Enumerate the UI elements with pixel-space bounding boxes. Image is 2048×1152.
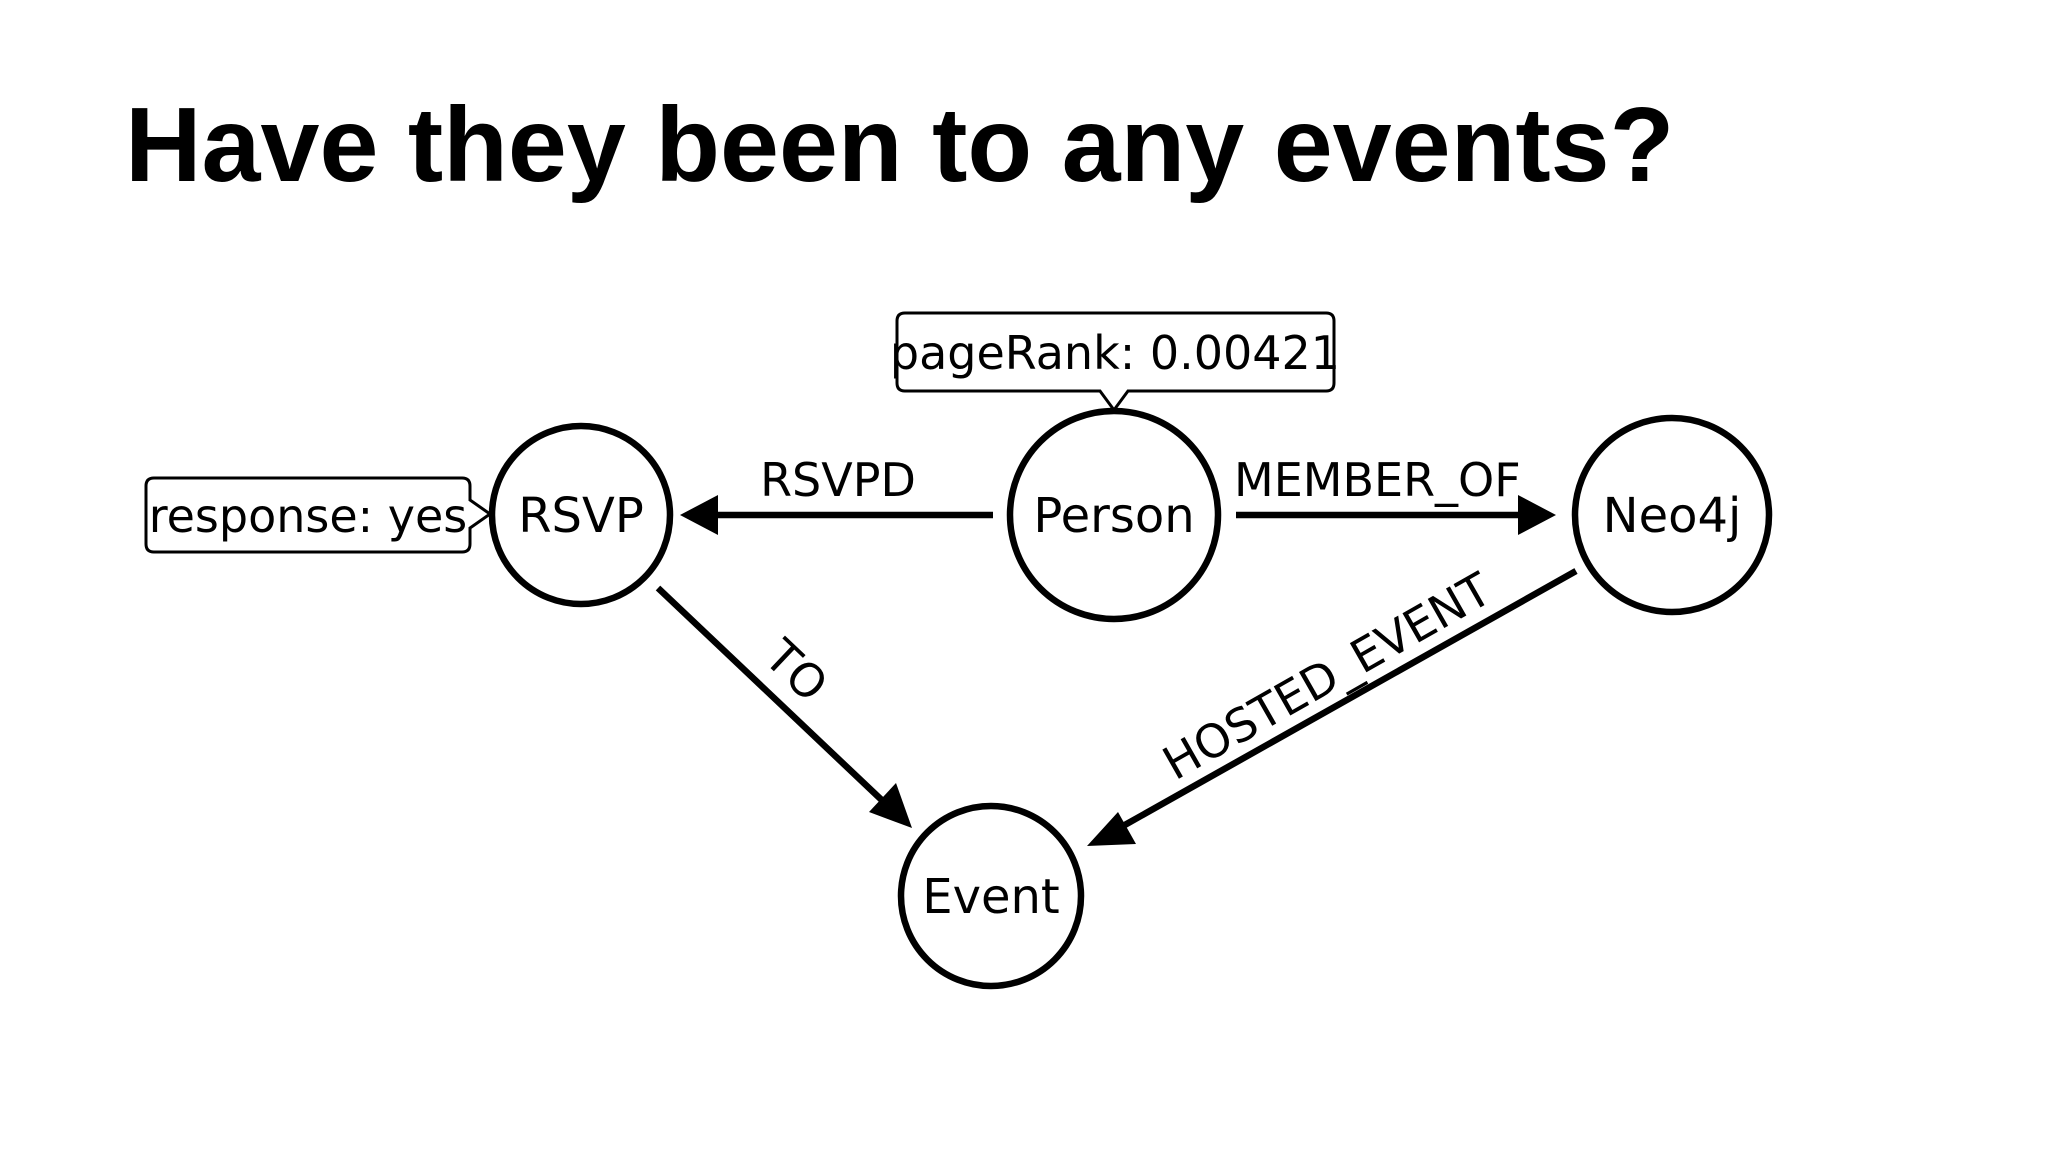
property-response-box — [144, 476, 493, 554]
edge-to-label: TO — [754, 628, 839, 712]
slide-title: Have they been to any events? — [125, 86, 1675, 204]
property-response-text: response: yes — [149, 489, 468, 543]
node-neo4j: Neo4j — [1571, 414, 1773, 616]
edge-to: TO — [655, 585, 912, 828]
node-person-label: Person — [1033, 488, 1194, 544]
edge-member-of-label: MEMBER_OF — [1234, 453, 1521, 507]
edge-member-of-arrowhead — [1518, 495, 1556, 535]
edge-hosted-event-label: HOSTED_EVENT — [1154, 562, 1501, 791]
edge-rsvpd-arrowhead — [680, 495, 718, 535]
property-pagerank-text: pageRank: 0.00421 — [890, 326, 1340, 380]
edge-member-of: MEMBER_OF — [1234, 453, 1556, 535]
edge-to-line — [655, 585, 891, 809]
node-event: Event — [897, 802, 1085, 990]
node-rsvp: RSVP — [488, 422, 674, 608]
node-neo4j-circle — [1571, 414, 1773, 616]
edge-to-arrowhead — [869, 783, 912, 828]
edge-hosted-event-arrowhead — [1087, 812, 1136, 846]
node-neo4j-label: Neo4j — [1603, 488, 1742, 544]
property-pagerank-box — [895, 311, 1336, 413]
node-rsvp-circle — [488, 422, 674, 608]
node-person: Person — [1006, 407, 1222, 623]
property-response-callout: response: yes — [144, 476, 493, 554]
edge-hosted-event-line — [1121, 568, 1578, 829]
node-event-label: Event — [922, 869, 1060, 925]
edge-rsvpd-label: RSVPD — [760, 453, 916, 507]
property-pagerank-callout: pageRank: 0.00421 — [890, 311, 1340, 413]
edge-rsvpd: RSVPD — [680, 453, 993, 535]
node-event-circle — [897, 802, 1085, 990]
node-rsvp-label: RSVP — [518, 488, 644, 544]
